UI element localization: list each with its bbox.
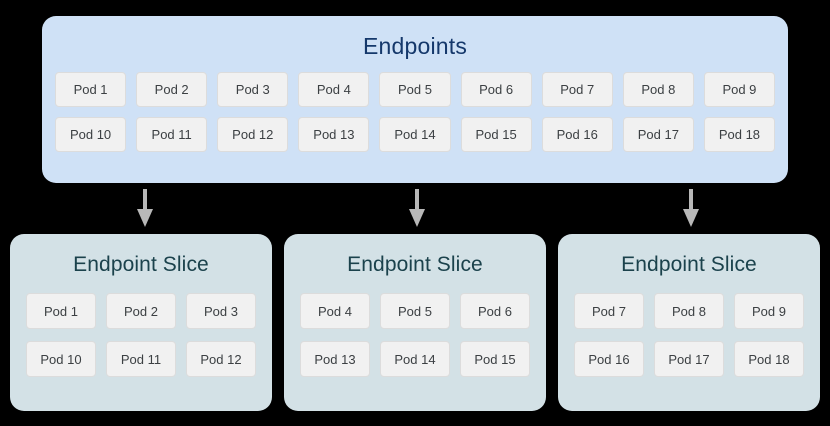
pod-box[interactable]: Pod 10 <box>26 341 96 377</box>
endpoint-slice-pod-grid: Pod 1 Pod 2 Pod 3 Pod 10 Pod 11 Pod 12 <box>10 278 272 377</box>
endpoint-slice-pod-grid: Pod 4 Pod 5 Pod 6 Pod 13 Pod 14 Pod 15 <box>284 278 546 377</box>
pod-box[interactable]: Pod 1 <box>55 72 127 107</box>
pod-box[interactable]: Pod 8 <box>622 72 694 107</box>
pod-box[interactable]: Pod 16 <box>574 341 644 377</box>
endpoints-pod-row: Pod 1 Pod 2 Pod 3 Pod 4 Pod 5 Pod 6 Pod … <box>55 72 775 107</box>
pod-box[interactable]: Pod 16 <box>541 117 613 152</box>
pod-box[interactable]: Pod 1 <box>26 293 96 329</box>
pod-box[interactable]: Pod 7 <box>541 72 613 107</box>
pod-box[interactable]: Pod 3 <box>217 72 289 107</box>
pod-box[interactable]: Pod 17 <box>622 117 694 152</box>
pod-box[interactable]: Pod 9 <box>703 72 775 107</box>
endpoint-slice-pod-row: Pod 7 Pod 8 Pod 9 <box>574 293 804 329</box>
pod-box[interactable]: Pod 10 <box>55 117 127 152</box>
pod-box[interactable]: Pod 4 <box>298 72 370 107</box>
endpoint-slice-pod-grid: Pod 7 Pod 8 Pod 9 Pod 16 Pod 17 Pod 18 <box>558 278 820 377</box>
pod-box[interactable]: Pod 8 <box>654 293 724 329</box>
endpoint-slice-panel: Endpoint Slice Pod 1 Pod 2 Pod 3 Pod 10 … <box>10 234 272 411</box>
arrow-head <box>137 209 153 227</box>
pod-box[interactable]: Pod 15 <box>460 341 530 377</box>
pod-box[interactable]: Pod 5 <box>380 293 450 329</box>
endpoints-panel: Endpoints Pod 1 Pod 2 Pod 3 Pod 4 Pod 5 … <box>42 16 788 183</box>
arrow-down-icon <box>680 189 702 227</box>
endpoint-slice-pod-row: Pod 1 Pod 2 Pod 3 <box>26 293 256 329</box>
pod-box[interactable]: Pod 15 <box>460 117 532 152</box>
pod-box[interactable]: Pod 5 <box>379 72 451 107</box>
arrow-down-icon <box>134 189 156 227</box>
endpoint-slice-title: Endpoint Slice <box>73 253 209 276</box>
arrow-shaft <box>415 189 419 211</box>
pod-box[interactable]: Pod 4 <box>300 293 370 329</box>
endpoint-slice-panel: Endpoint Slice Pod 7 Pod 8 Pod 9 Pod 16 … <box>558 234 820 411</box>
pod-box[interactable]: Pod 17 <box>654 341 724 377</box>
pod-box[interactable]: Pod 2 <box>136 72 208 107</box>
arrow-head <box>683 209 699 227</box>
arrow-head <box>409 209 425 227</box>
arrow-shaft <box>689 189 693 211</box>
pod-box[interactable]: Pod 3 <box>186 293 256 329</box>
pod-box[interactable]: Pod 11 <box>106 341 176 377</box>
endpoint-slice-pod-row: Pod 16 Pod 17 Pod 18 <box>574 341 804 377</box>
pod-box[interactable]: Pod 13 <box>300 341 370 377</box>
pod-box[interactable]: Pod 7 <box>574 293 644 329</box>
endpoint-slice-pod-row: Pod 13 Pod 14 Pod 15 <box>300 341 530 377</box>
endpoint-slice-panel: Endpoint Slice Pod 4 Pod 5 Pod 6 Pod 13 … <box>284 234 546 411</box>
endpoint-slice-pod-row: Pod 4 Pod 5 Pod 6 <box>300 293 530 329</box>
pod-box[interactable]: Pod 6 <box>460 72 532 107</box>
endpoint-slice-title: Endpoint Slice <box>347 253 483 276</box>
endpoints-pod-grid: Pod 1 Pod 2 Pod 3 Pod 4 Pod 5 Pod 6 Pod … <box>42 60 788 152</box>
pod-box[interactable]: Pod 18 <box>703 117 775 152</box>
arrow-shaft <box>143 189 147 211</box>
pod-box[interactable]: Pod 18 <box>734 341 804 377</box>
endpoints-pod-row: Pod 10 Pod 11 Pod 12 Pod 13 Pod 14 Pod 1… <box>55 117 775 152</box>
pod-box[interactable]: Pod 6 <box>460 293 530 329</box>
pod-box[interactable]: Pod 12 <box>186 341 256 377</box>
pod-box[interactable]: Pod 12 <box>217 117 289 152</box>
arrow-down-icon <box>406 189 428 227</box>
endpoint-slice-pod-row: Pod 10 Pod 11 Pod 12 <box>26 341 256 377</box>
endpoints-title: Endpoints <box>362 33 468 59</box>
pod-box[interactable]: Pod 14 <box>379 117 451 152</box>
pod-box[interactable]: Pod 14 <box>380 341 450 377</box>
pod-box[interactable]: Pod 11 <box>136 117 208 152</box>
pod-box[interactable]: Pod 2 <box>106 293 176 329</box>
pod-box[interactable]: Pod 13 <box>298 117 370 152</box>
endpoint-slice-title: Endpoint Slice <box>621 253 757 276</box>
pod-box[interactable]: Pod 9 <box>734 293 804 329</box>
